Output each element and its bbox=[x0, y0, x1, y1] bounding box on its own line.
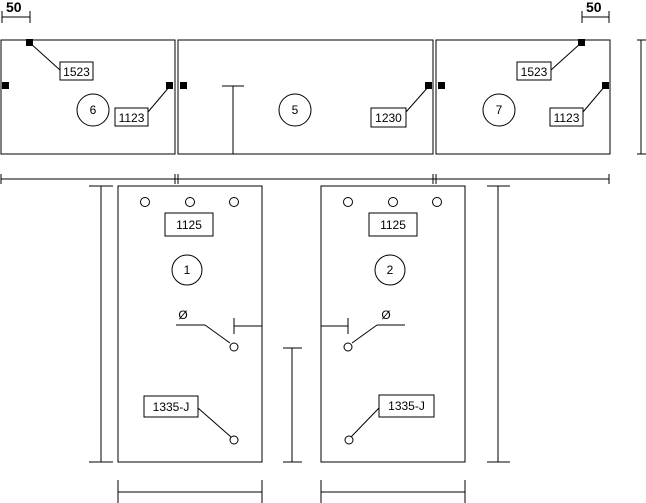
dimension-middle bbox=[283, 347, 302, 463]
label-box bbox=[164, 212, 214, 237]
panel-7: 1523 1123 7 bbox=[435, 39, 611, 155]
panel-5-number: 5 bbox=[292, 103, 299, 117]
dimension-left-label: 50 bbox=[6, 0, 22, 15]
panel-number-circle bbox=[278, 93, 312, 127]
dimension-top-row-height bbox=[637, 39, 646, 155]
terminal-marker bbox=[166, 82, 173, 89]
terminal-marker bbox=[425, 82, 432, 89]
switch-arm bbox=[204, 324, 231, 344]
dimension-top-row-widths bbox=[0, 174, 610, 184]
panel-6: 1523 1123 6 bbox=[0, 39, 176, 155]
dimension-right-label: 50 bbox=[586, 0, 602, 15]
terminal-marker bbox=[2, 82, 9, 89]
terminal bbox=[343, 342, 353, 352]
panel-number-circle bbox=[171, 254, 203, 286]
mount-hole bbox=[140, 197, 150, 207]
terminal bbox=[344, 435, 354, 445]
label-box bbox=[549, 107, 584, 127]
panel-number-circle bbox=[482, 93, 516, 127]
panel-7-number: 7 bbox=[496, 103, 503, 117]
label-box bbox=[378, 394, 435, 418]
panel-2-number: 2 bbox=[387, 263, 394, 277]
mount-hole bbox=[432, 197, 442, 207]
panel-number-circle bbox=[374, 254, 406, 286]
panel-5-label-side: 1230 bbox=[375, 111, 402, 125]
panel-1-switch-symbol: Ø bbox=[178, 308, 187, 322]
panel-1-number: 1 bbox=[184, 263, 191, 277]
terminal-marker bbox=[26, 39, 33, 46]
label-box bbox=[516, 61, 552, 81]
panel-6-label-top: 1523 bbox=[63, 65, 90, 79]
panel-7-label-side: 1123 bbox=[554, 111, 580, 125]
terminal bbox=[229, 435, 239, 445]
label-box bbox=[114, 107, 149, 127]
panel-5: 1230 5 bbox=[177, 39, 434, 155]
panel-number-circle bbox=[76, 93, 110, 127]
mount-hole bbox=[185, 197, 195, 207]
mount-hole bbox=[229, 197, 239, 207]
label-box bbox=[370, 107, 407, 128]
dimension-left: 50 bbox=[1, 0, 31, 23]
panel-7-label-top: 1523 bbox=[521, 65, 548, 79]
panel-1-label-top: 1125 bbox=[176, 218, 202, 232]
mount-hole bbox=[388, 197, 398, 207]
panel-2-switch-symbol: Ø bbox=[381, 308, 390, 322]
label-box bbox=[59, 61, 94, 81]
terminal-marker bbox=[602, 82, 609, 89]
label-box bbox=[368, 212, 418, 237]
terminal-marker bbox=[578, 39, 585, 46]
mount-hole bbox=[343, 197, 353, 207]
label-box bbox=[143, 395, 199, 418]
panel-6-number: 6 bbox=[90, 103, 97, 117]
switch-arm bbox=[351, 324, 378, 344]
terminal-marker bbox=[180, 82, 187, 89]
terminal-marker bbox=[438, 82, 445, 89]
panel-2: 1125 2 Ø 1335-J bbox=[320, 185, 510, 503]
panel-1: 1125 1 Ø 1335-J bbox=[89, 185, 263, 503]
panel-1-label-bottom: 1335-J bbox=[153, 400, 190, 414]
terminal bbox=[229, 342, 239, 352]
panel-6-label-side: 1123 bbox=[119, 111, 145, 125]
dimension-right: 50 bbox=[581, 0, 610, 23]
panel-2-label-top: 1125 bbox=[380, 218, 406, 232]
panel-2-label-bottom: 1335-J bbox=[388, 399, 425, 413]
